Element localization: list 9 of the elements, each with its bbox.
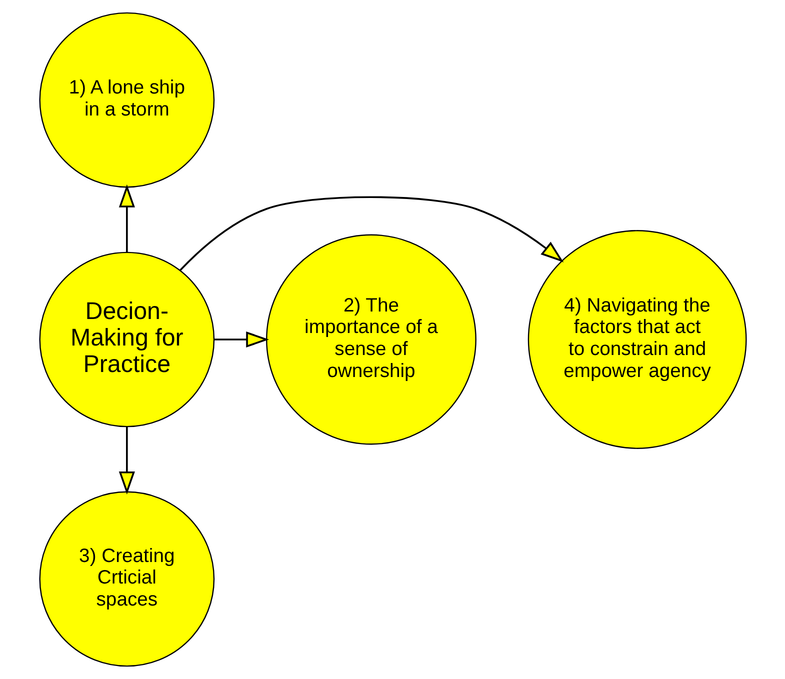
node-circle: 3) Creating Crticial spaces bbox=[38, 491, 214, 667]
node-circle: 4) Navigating the factors that act to constrain and empower agency bbox=[527, 230, 746, 449]
node-circle: 2) The importance of a sense of ownership bbox=[266, 234, 476, 445]
node-circle: Decion-Making for Practice bbox=[38, 252, 214, 428]
arrow bbox=[118, 184, 134, 252]
arrow bbox=[214, 331, 269, 348]
arrow bbox=[118, 426, 134, 494]
arrow bbox=[179, 196, 564, 271]
node-circle: 1) A lone ship in a storm bbox=[38, 12, 214, 188]
